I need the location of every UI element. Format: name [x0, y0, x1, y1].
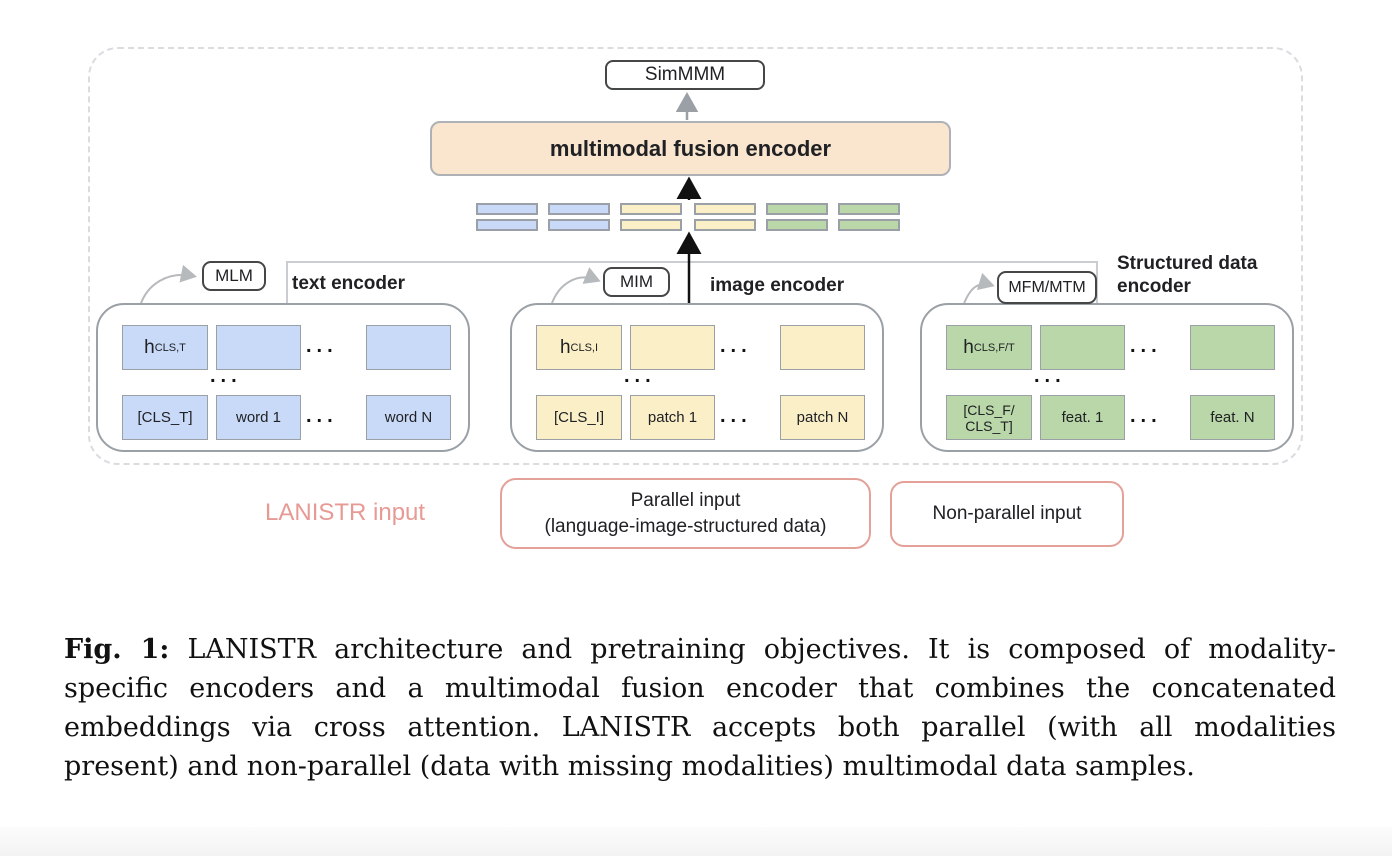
token-group-image-2 — [694, 203, 756, 231]
text-cls-cell: [CLS_T] — [122, 395, 208, 440]
token-strip — [620, 203, 682, 215]
structured-featN-cell: feat. N — [1190, 395, 1275, 440]
parallel-input-box: Parallel input (language-image-structure… — [500, 478, 871, 549]
ellipsis: ... — [210, 365, 242, 387]
mim-badge: MIM — [603, 267, 670, 297]
nonparallel-input-label: Non-parallel input — [932, 503, 1082, 524]
image-patchN-cell: patch N — [780, 395, 865, 440]
ellipsis: ... — [720, 335, 752, 357]
ellipsis: ... — [720, 405, 752, 427]
token-group-text-1 — [476, 203, 538, 231]
lanistr-input-label: LANISTR input — [265, 499, 426, 526]
ellipsis: ... — [1130, 335, 1162, 357]
image-hidden-cell — [630, 325, 715, 370]
image-encoder-label: image encoder — [710, 275, 845, 296]
mfm-mtm-label: MFM/MTM — [1008, 278, 1086, 296]
token-strip — [548, 203, 610, 215]
token-strip — [620, 219, 682, 231]
h-subscript: CLS,I — [570, 341, 599, 354]
token-strip — [766, 219, 828, 231]
image-patch1-cell: patch 1 — [630, 395, 715, 440]
text-hidden-cell — [216, 325, 301, 370]
token-group-structured-2 — [838, 203, 900, 231]
structured-encoder-label: Structured data encoder — [1117, 252, 1292, 298]
text-hidden-cell — [366, 325, 451, 370]
image-cls-cell: [CLS_I] — [536, 395, 622, 440]
mlm-badge: MLM — [202, 261, 266, 291]
figure-caption: Fig. 1: LANISTR architecture and pretrai… — [64, 630, 1336, 786]
nonparallel-input-box: Non-parallel input — [890, 481, 1124, 547]
token-strip — [694, 203, 756, 215]
mim-label: MIM — [619, 272, 654, 291]
token-strip — [476, 203, 538, 215]
mlm-label: MLM — [215, 266, 253, 285]
architecture-dashed-container — [88, 47, 1303, 465]
ellipsis: ... — [306, 335, 338, 357]
token-strip — [766, 203, 828, 215]
caption-line-3: embeddings via cross attention. LANISTR … — [64, 712, 1336, 743]
image-hidden-cell — [780, 325, 865, 370]
structured-encoder-label-line2: encoder — [1117, 276, 1191, 297]
ellipsis: ... — [306, 405, 338, 427]
text-encoder-label: text encoder — [292, 273, 405, 294]
structured-cls-line1: [CLS_F/ — [963, 401, 1015, 418]
simmmm-label: SimMMM — [644, 64, 726, 85]
structured-cls-line2: CLS_T] — [965, 417, 1013, 434]
structured-feat1-cell: feat. 1 — [1040, 395, 1125, 440]
h-symbol: h — [963, 336, 974, 358]
mfm-mtm-badge: MFM/MTM — [997, 271, 1097, 304]
parallel-input-line1: Parallel input — [630, 489, 741, 511]
ellipsis: ... — [624, 365, 656, 387]
ellipsis: ... — [1034, 365, 1066, 387]
fusion-encoder-label: multimodal fusion encoder — [549, 135, 832, 161]
caption-fig-number: Fig. 1: — [64, 634, 170, 665]
token-strip — [838, 219, 900, 231]
structured-encoder-label-line1: Structured data — [1117, 253, 1258, 274]
caption-line-4: present) and non-parallel (data with mis… — [64, 751, 1195, 782]
caption-line-2: specific encoders and a multimodal fusio… — [64, 673, 1336, 704]
ellipsis: ... — [1130, 405, 1162, 427]
fusion-encoder-box: multimodal fusion encoder — [430, 121, 951, 176]
text-word1-cell: word 1 — [216, 395, 301, 440]
caption-line1-text: LANISTR architecture and pretraining obj… — [169, 634, 1336, 665]
token-strip — [548, 219, 610, 231]
caption-line-1: Fig. 1: LANISTR architecture and pretrai… — [64, 630, 1336, 669]
h-symbol: h — [144, 336, 155, 358]
text-wordN-cell: word N — [366, 395, 451, 440]
token-group-text-2 — [548, 203, 610, 231]
h-subscript: CLS,F/T — [973, 341, 1015, 354]
structured-hidden-cell — [1040, 325, 1125, 370]
token-strip — [476, 219, 538, 231]
token-group-image-1 — [620, 203, 682, 231]
h-symbol: h — [559, 336, 571, 358]
token-group-structured-1 — [766, 203, 828, 231]
h-subscript: CLS,T — [154, 341, 186, 354]
token-strip — [838, 203, 900, 215]
structured-hidden-cell — [1190, 325, 1275, 370]
structured-cls-cell: [CLS_F/ CLS_T] — [946, 395, 1032, 440]
bottom-strip — [0, 827, 1392, 856]
token-strip — [694, 219, 756, 231]
simmmm-box: SimMMM — [605, 60, 765, 90]
parallel-input-line2: (language-image-structured data) — [544, 515, 827, 537]
